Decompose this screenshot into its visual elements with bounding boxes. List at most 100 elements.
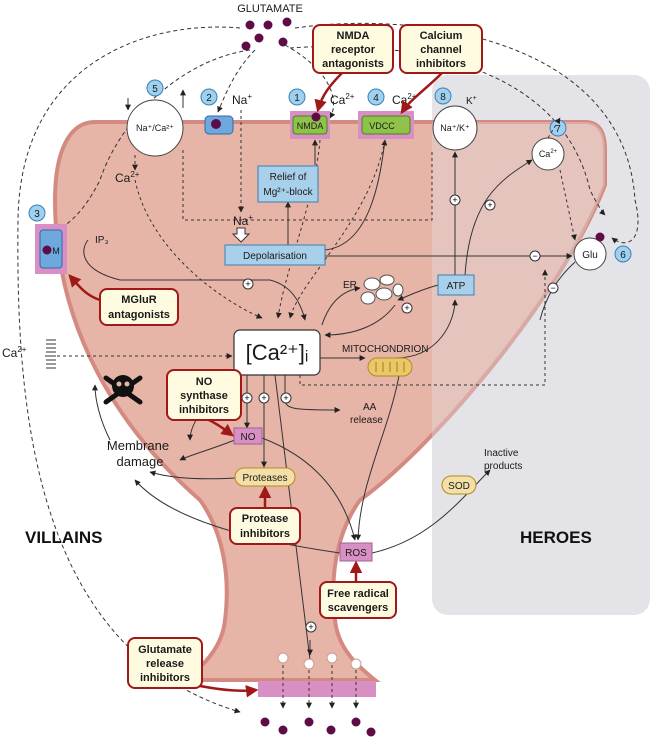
nmda-receptor [290, 111, 330, 139]
svg-text:7: 7 [555, 124, 561, 135]
svg-text:inhibitors: inhibitors [140, 672, 190, 684]
svg-text:MGluR: MGluR [121, 294, 156, 306]
svg-text:+: + [283, 393, 288, 403]
ca-label-left: Ca2+ [2, 345, 27, 360]
svg-text:+: + [308, 622, 313, 632]
vdcc-label: VDCC [369, 121, 395, 131]
glutamate-molecule-right [595, 232, 605, 242]
release-zone [258, 681, 376, 697]
nmda-antagonists-box: NMDA receptor antagonists [312, 24, 394, 74]
svg-text:Calcium: Calcium [420, 30, 463, 42]
step-6-marker [614, 245, 632, 263]
step-8-marker [434, 87, 452, 105]
svg-text:antagonists: antagonists [108, 309, 170, 321]
svg-text:−: − [532, 251, 537, 261]
na-k-pump-label: Na⁺/K⁺ [440, 123, 470, 133]
glutamate-release-inhibitors-box: Glutamate release inhibitors [127, 637, 203, 689]
depolarisation-box [224, 244, 326, 266]
depolarisation-label: Depolarisation [243, 251, 307, 262]
svg-text:+: + [487, 200, 492, 210]
svg-text:−: − [550, 283, 555, 293]
er-organelle [360, 274, 404, 305]
atp-box [437, 274, 475, 296]
svg-text:+: + [404, 303, 409, 313]
membrane-damage-label-2: damage [117, 454, 164, 469]
svg-text:antagonists: antagonists [322, 58, 384, 70]
svg-text:NO: NO [196, 376, 213, 388]
relief-mg-block-box [257, 165, 319, 203]
mitochondrion-label: MITOCHONDRION [342, 344, 428, 355]
inactive-products-label-1: Inactive [484, 448, 519, 459]
mglu-receptor [35, 224, 67, 274]
svg-text:Free radical: Free radical [327, 588, 389, 600]
vesicle-release-arrows [280, 665, 359, 709]
svg-text:+: + [261, 393, 266, 403]
svg-text:receptor: receptor [331, 44, 376, 56]
aa-label-2: release [350, 415, 383, 426]
ca-label-nmda: Ca2+ [330, 92, 355, 107]
svg-text:release: release [146, 658, 184, 670]
sod-label: SOD [448, 481, 470, 492]
skull-crossbones-icon [103, 375, 143, 405]
svg-text:Glutamate: Glutamate [138, 644, 192, 656]
glu-node [573, 237, 607, 271]
svg-text:channel: channel [420, 44, 462, 56]
proteases-label: Proteases [242, 473, 287, 484]
na-ca-exchanger-label: Na⁺/Ca²⁺ [136, 123, 174, 133]
step-3-marker [28, 204, 46, 222]
relief-label-2: Mg²⁺-block [263, 187, 313, 198]
membrane-damage-label-1: Membrane [107, 438, 169, 453]
intracellular-calcium-label: [Ca²⁺]ᵢ [246, 340, 309, 365]
na-k-pump [432, 105, 478, 151]
calcium-channel-inhibitors-box: Calcium channel inhibitors [399, 24, 483, 74]
svg-text:+: + [245, 279, 250, 289]
heroes-label: HEROES [520, 528, 592, 547]
glutamate-molecules-bottom [260, 717, 376, 737]
svg-text:3: 3 [34, 209, 40, 220]
no-synthase-inhibitors-box: NO synthase inhibitors [166, 369, 242, 421]
mglur-antagonists-box: MGluR antagonists [99, 288, 179, 326]
ca-label-exchanger: Ca2+ [115, 170, 140, 185]
svg-text:NMDA: NMDA [337, 30, 370, 42]
k-label: K+ [466, 95, 477, 107]
svg-text:+: + [244, 393, 249, 403]
svg-text:inhibitors: inhibitors [179, 404, 229, 416]
glutamate-title: GLUTAMATE [237, 3, 303, 15]
svg-text:6: 6 [620, 250, 626, 261]
svg-text:synthase: synthase [180, 390, 228, 402]
glutamate-molecules-top [241, 17, 292, 51]
svg-text:+: + [452, 195, 457, 205]
ros-label: ROS [345, 548, 367, 559]
svg-text:1: 1 [294, 93, 300, 104]
neuron-cell-body [52, 120, 607, 682]
no-label: NO [241, 432, 256, 443]
sod-box [441, 475, 477, 495]
svg-text:scavengers: scavengers [328, 602, 389, 614]
calcium-entry-channel [46, 339, 56, 369]
ip3-label: IP₃ [95, 235, 109, 246]
villains-label: VILLAINS [25, 528, 102, 547]
heroes-overlay [432, 122, 605, 440]
step-4-marker [367, 88, 385, 106]
protease-inhibitors-box: Protease inhibitors [229, 507, 301, 545]
na-label-inner: Na+ [233, 213, 253, 228]
vdcc-channel [358, 111, 414, 139]
no-box [233, 427, 263, 445]
ca-transporter-label: Ca2+ [539, 149, 558, 159]
depolarisation-hollow-arrow [231, 227, 251, 243]
free-radical-scavengers-box: Free radical scavengers [319, 581, 397, 619]
na-ca-exchanger [126, 99, 184, 157]
mitochondrion-organelle [367, 357, 413, 377]
er-label: ER [343, 280, 357, 291]
internal-pathways [45, 89, 577, 661]
svg-text:5: 5 [152, 84, 158, 95]
nmda-label: NMDA [297, 121, 324, 131]
svg-text:Protease: Protease [242, 513, 288, 525]
step-5-marker [146, 79, 164, 97]
drug-arrows [68, 71, 444, 698]
regulation-signs: + + + + + + + + − − [241, 194, 559, 633]
atp-label: ATP [447, 281, 466, 292]
svg-text:inhibitors: inhibitors [240, 528, 290, 540]
inactive-products-label-2: products [484, 461, 522, 472]
